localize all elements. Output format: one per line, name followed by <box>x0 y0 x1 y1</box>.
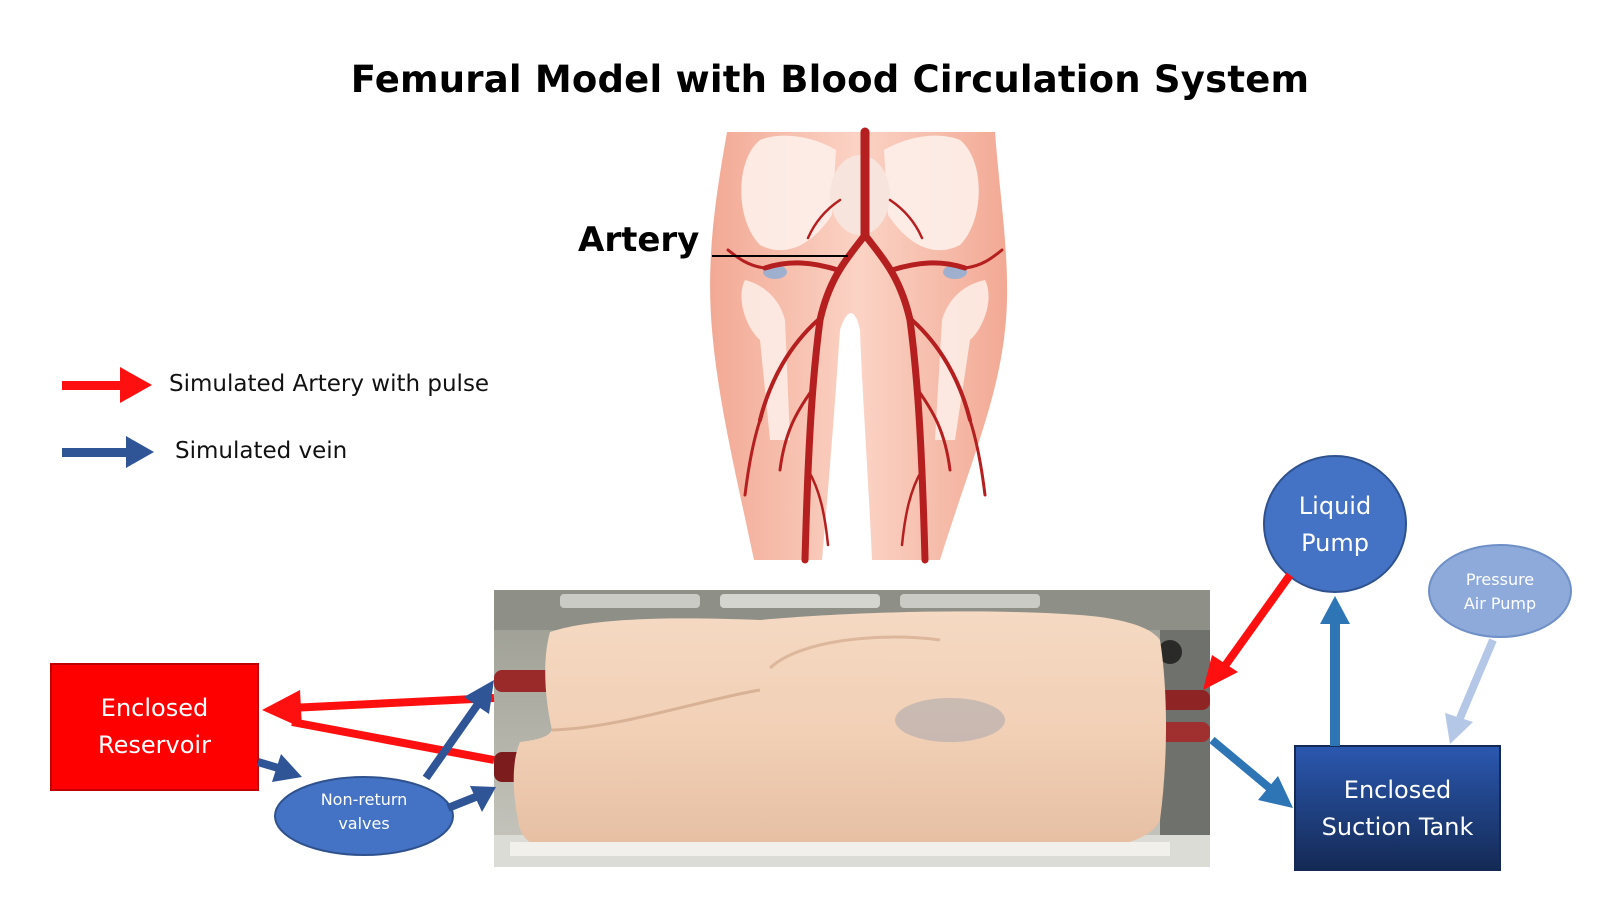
pressure-air-pump-ellipse <box>1428 544 1572 638</box>
liquid-pump-circle <box>1263 455 1407 593</box>
pelvis-bone-left <box>741 135 836 251</box>
non-return-valves-line1: Non-return <box>320 790 408 809</box>
enclosed-suction-tank-label: Enclosed Suction Tank <box>1295 772 1500 846</box>
arrow-air-pump-to-tank <box>1445 638 1497 744</box>
non-return-valves-line2: valves <box>338 814 390 833</box>
arrow-valves-to-leg-top <box>422 680 494 781</box>
enclosed-suction-tank-line1: Enclosed <box>1343 776 1452 804</box>
legend-vein-label: Simulated vein <box>175 438 348 464</box>
legend-artery-arrow <box>62 367 152 403</box>
arrow-pump-to-leg <box>1203 572 1294 690</box>
diagram-title: Femural Model with Blood Circulation Sys… <box>350 58 1310 101</box>
arrow-tank-to-pump <box>1320 596 1350 746</box>
enclosed-suction-tank-box <box>1294 745 1501 871</box>
artery-label: Artery <box>578 220 700 260</box>
femur-left <box>741 280 790 440</box>
pressure-air-pump-line1: Pressure <box>1465 570 1535 589</box>
sacrum <box>830 155 890 235</box>
legend-artery-label: Simulated Artery with pulse <box>169 371 490 397</box>
liquid-pump-line1: Liquid <box>1298 492 1372 520</box>
liquid-pump-label: Liquid Pump <box>1264 488 1406 562</box>
enclosed-suction-tank-line2: Suction Tank <box>1321 813 1474 842</box>
artery-tree <box>726 127 1004 564</box>
pelvis-bone-right <box>884 135 979 251</box>
arrow-leg-to-suction-tank <box>1209 736 1293 808</box>
enclosed-reservoir-label: Enclosed Reservoir <box>51 690 258 764</box>
non-return-valves-label: Non-return valves <box>275 788 453 836</box>
anatomy-illustration <box>710 127 1008 564</box>
arrow-reservoir-to-valves <box>256 754 302 782</box>
non-return-valves-ellipse <box>274 776 454 856</box>
arrow-artery-to-reservoir-bottom <box>291 718 495 764</box>
enclosed-reservoir-line1: Enclosed <box>100 694 209 722</box>
enclosed-reservoir-box <box>50 663 259 791</box>
pressure-air-pump-line2: Air Pump <box>1463 594 1537 613</box>
liquid-pump-line2: Pump <box>1301 529 1369 558</box>
femur-right <box>935 280 989 440</box>
enclosed-reservoir-line2: Reservoir <box>98 731 211 760</box>
arrow-valves-to-leg-bottom <box>446 786 496 812</box>
legend-vein-arrow <box>62 436 154 468</box>
leg-model-photo <box>494 590 1210 867</box>
arrow-artery-to-reservoir-top <box>262 690 495 728</box>
pressure-air-pump-label: Pressure Air Pump <box>1429 568 1571 616</box>
